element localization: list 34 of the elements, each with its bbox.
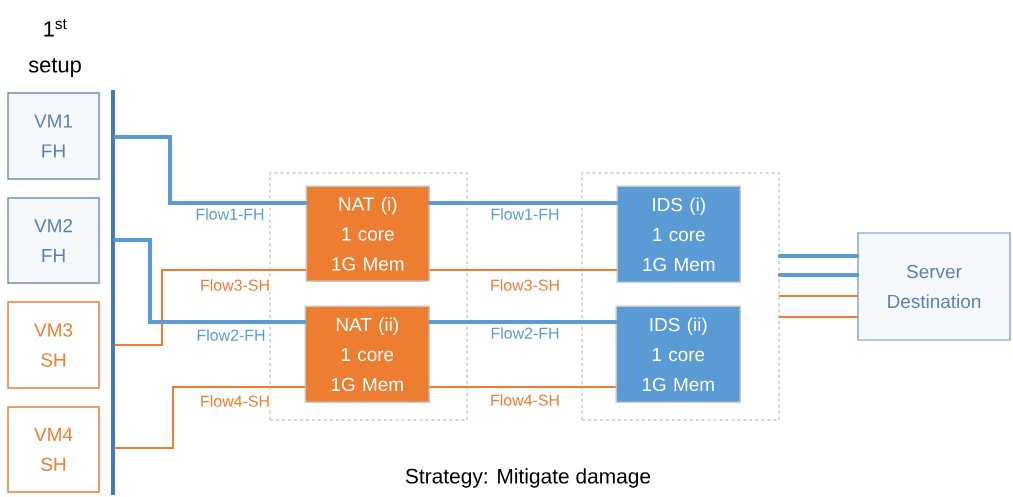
process-box: VM2 FH	[7, 197, 100, 284]
connector-line	[429, 269, 618, 271]
connector-line	[428, 201, 619, 205]
edge-label: Flow1-FH	[489, 207, 561, 221]
edge-label: Flow2-FH	[195, 328, 267, 342]
process-box: NAT (ii) 1 core 1G Mem	[304, 305, 430, 403]
connector-line	[429, 386, 617, 388]
connector-line	[113, 135, 308, 205]
connector-line	[114, 386, 306, 449]
connector-line	[114, 269, 307, 346]
edge-label: Flow3-SH	[199, 278, 271, 292]
connector-line	[778, 316, 859, 318]
group-box	[581, 172, 780, 421]
connector-line	[113, 238, 307, 324]
process-box: IDS (i) 1 core 1G Mem	[616, 185, 741, 283]
edge-label: Flow4-SH	[199, 394, 271, 408]
caption: Strategy: Mitigate damage	[405, 468, 651, 488]
process-box: VM3 SH	[7, 301, 100, 389]
connector-line	[778, 295, 859, 297]
edge-label: Flow1-FH	[194, 207, 266, 221]
edge-label: Flow2-FH	[489, 326, 561, 340]
heading: 1$^{st}$ setup	[28, 19, 81, 77]
bus-bar	[111, 90, 115, 495]
process-box: VM1 FH	[7, 92, 100, 180]
process-box: IDS (ii) 1 core 1G Mem	[615, 305, 741, 403]
edge-label: Flow4-SH	[489, 393, 561, 407]
process-box: VM4 SH	[7, 406, 100, 493]
group-box	[269, 172, 468, 421]
edge-label: Flow3-SH	[489, 278, 561, 292]
connector-line	[428, 320, 618, 324]
process-box: NAT (i) 1 core 1G Mem	[305, 185, 430, 282]
connector-line	[777, 273, 860, 277]
connector-line	[777, 254, 860, 258]
server-box: Server Destination	[857, 232, 1011, 341]
